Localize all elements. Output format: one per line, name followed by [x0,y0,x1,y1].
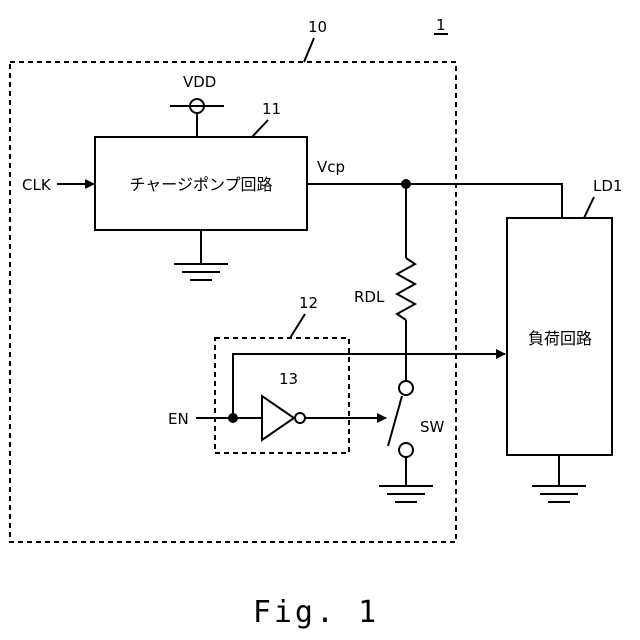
control-block-12 [215,338,349,453]
switch-bottom-contact [399,443,413,457]
ref-11-leader [252,120,268,137]
load-circuit-label: 負荷回路 [528,329,592,348]
block-10-boundary [10,62,456,542]
inverter-bubble [295,413,305,423]
clk-label: CLK [22,176,52,194]
ref-11-label: 11 [262,100,281,118]
ld1-label: LD1 [593,177,622,195]
en-label: EN [168,410,189,428]
ref-1-label: 1 [436,16,446,34]
figure-caption: Fig. 1 [253,595,379,630]
ref-10-leader [304,38,314,62]
vcp-label: Vcp [317,158,345,176]
ref-13-label: 13 [279,370,298,388]
resistor-rdl [397,258,415,320]
ref-10-label: 10 [308,18,327,36]
switch-blade [388,396,402,446]
ref-12-label: 12 [299,294,318,312]
vdd-label: VDD [183,73,216,91]
sw-label: SW [420,418,445,436]
charge-pump-label: チャージポンプ回路 [129,175,272,194]
switch-top-contact [399,381,413,395]
ref-12-leader [290,314,305,338]
vcp-wire [307,184,562,218]
inverter-13 [262,396,294,440]
rdl-label: RDL [354,288,385,306]
ld1-leader [584,197,594,218]
